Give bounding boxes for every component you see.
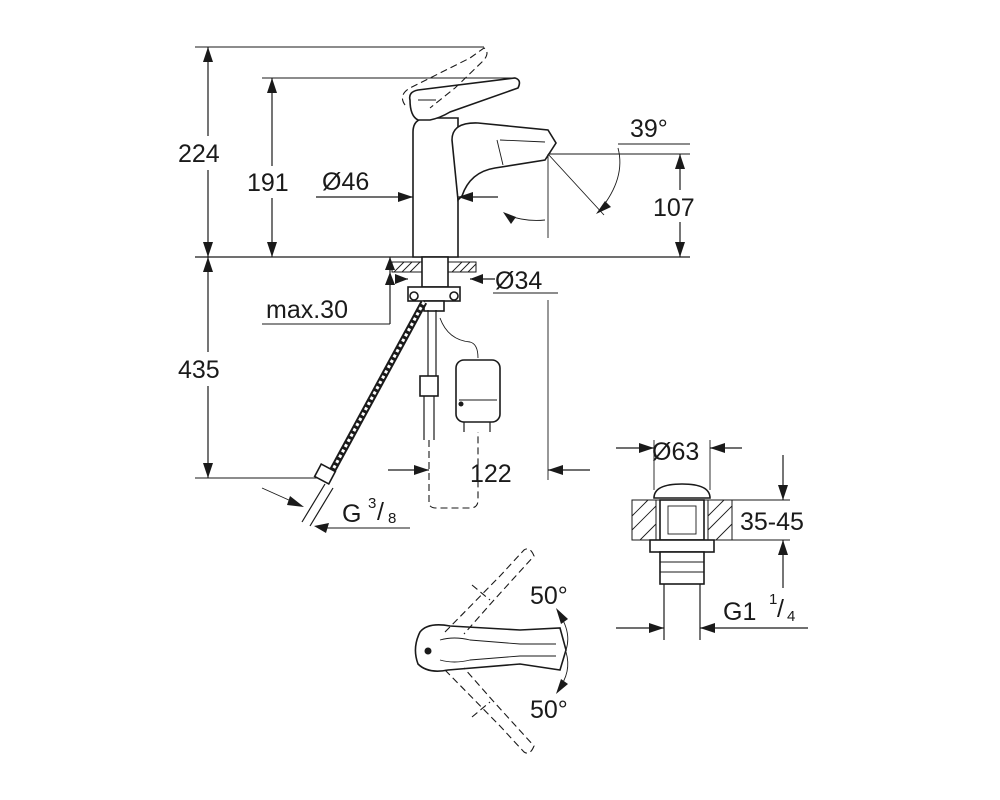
- shank: [421, 256, 449, 288]
- under-deck-assembly: Ø34 max.30 435 G 3 / 8: [175, 256, 590, 533]
- deck-hatching: [393, 261, 477, 273]
- label-107: 107: [653, 194, 695, 222]
- lever-top-view: [414, 624, 567, 672]
- pipe-connector: [419, 375, 439, 397]
- lever-open-position: [401, 47, 488, 109]
- label-191: 191: [247, 169, 289, 197]
- lever-rotated-down: [444, 667, 535, 754]
- label-435: 435: [178, 356, 220, 384]
- spout-aerator-line: [496, 139, 504, 166]
- faucet-side-view: 224 191 Ø46 39° 107: [175, 46, 710, 258]
- electronic-module: [455, 359, 501, 423]
- basin-section-right: [707, 499, 733, 541]
- hose-connector: [313, 462, 337, 486]
- label-max-30: max.30: [266, 296, 348, 324]
- lever-top-line: [439, 637, 556, 645]
- label-thread-g114-denominator: 4: [787, 608, 795, 625]
- label-angle-50-down: 50°: [530, 696, 568, 724]
- faucet-top-view: 50° 50°: [414, 548, 569, 754]
- waste-body: [659, 499, 705, 541]
- basin-section-left: [631, 499, 657, 541]
- label-angle-39: 39°: [630, 115, 668, 143]
- faucet-spout: [451, 122, 557, 202]
- label-thread-g38-numerator: 3: [368, 495, 376, 512]
- svg-text:/: /: [777, 595, 784, 623]
- label-diameter-46: Ø46: [322, 168, 369, 196]
- svg-text:/: /: [377, 498, 384, 526]
- label-angle-50-up: 50°: [530, 582, 568, 610]
- waste-thread: [659, 551, 705, 585]
- pop-up-waste: Ø63 35-45: [616, 438, 808, 640]
- label-thread-g38: G: [342, 500, 361, 528]
- label-thread-g38-denominator: 8: [388, 510, 396, 527]
- basin-hatching: [631, 499, 733, 541]
- hose-end: [301, 483, 326, 523]
- label-thread-g114: G1: [723, 598, 756, 626]
- pipe-route: [428, 432, 479, 509]
- label-35-45: 35-45: [740, 508, 804, 536]
- sensor-cable: [439, 317, 479, 359]
- label-diameter-63: Ø63: [652, 438, 699, 466]
- label-thread-g114-numerator: 1: [769, 591, 777, 608]
- waste-plug-cap: [653, 483, 711, 499]
- spout-angle-ray: [547, 153, 605, 216]
- spout-edge-line: [499, 139, 546, 143]
- lever-top-indicator: [424, 647, 432, 655]
- label-diameter-34: Ø34: [495, 267, 542, 295]
- lever-rotated-up: [444, 548, 535, 635]
- waste-nut: [649, 539, 715, 553]
- faucet-lever: [408, 77, 521, 121]
- angle-arc-39: [599, 147, 621, 211]
- label-224: 224: [178, 140, 220, 168]
- label-122: 122: [470, 460, 512, 488]
